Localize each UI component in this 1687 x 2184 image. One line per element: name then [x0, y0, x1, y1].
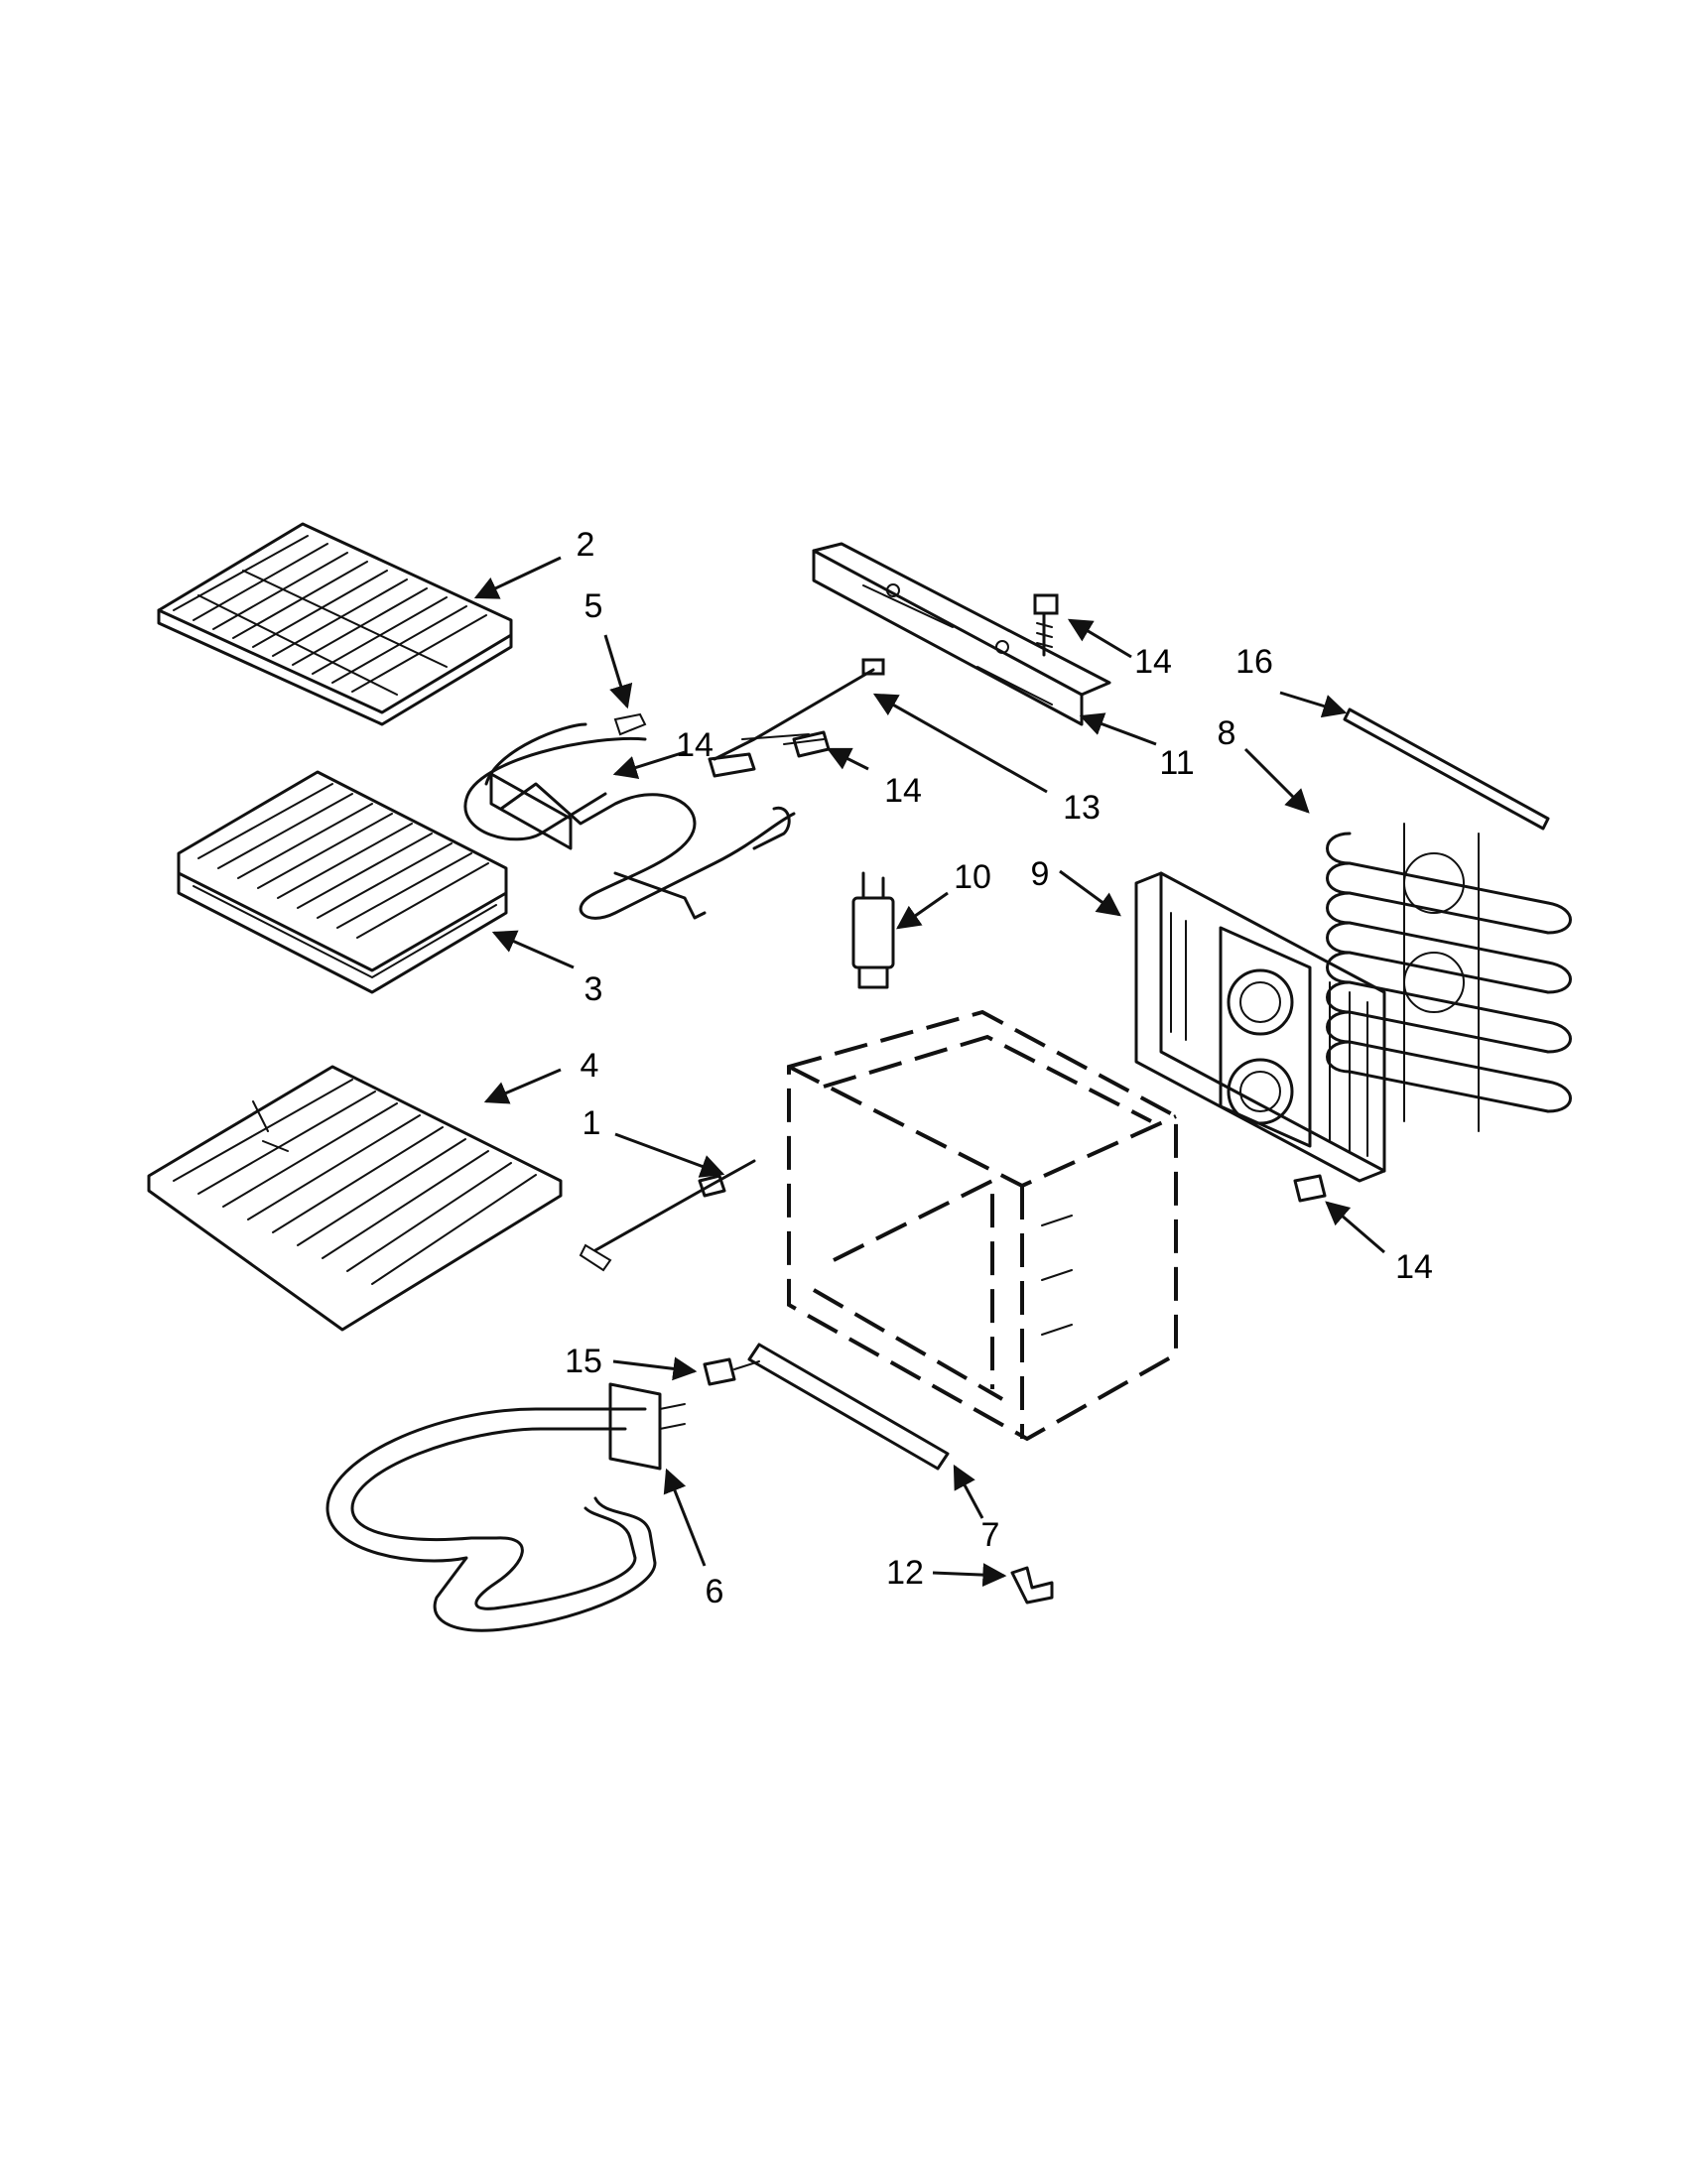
callout-3: 3 [584, 970, 603, 1008]
screw-part-14-right [1293, 1174, 1327, 1203]
convection-element-part-8 [1326, 823, 1572, 1132]
callout-10: 10 [954, 858, 991, 896]
tube-part-7 [747, 1343, 950, 1471]
callout-11: 11 [1159, 744, 1194, 782]
callout-12: 12 [886, 1554, 924, 1592]
callout-14: 14 [676, 726, 714, 764]
top-bracket-part-11 [812, 542, 1111, 726]
screw-part-14-top-right [1033, 593, 1059, 657]
rollout-rack-part-3 [177, 770, 508, 994]
clip-part-12 [1010, 1566, 1054, 1605]
callout-labels: 2 5 14 3 4 1 14 11 13 14 10 16 8 9 14 15… [565, 526, 1433, 1610]
bake-element-part-6 [325, 1382, 686, 1632]
callout-16: 16 [1235, 643, 1273, 681]
callout-9: 9 [1031, 855, 1050, 893]
oven-rack-part-2 [157, 522, 513, 726]
temperature-sensor-part-1 [579, 1159, 756, 1272]
callout-6: 6 [706, 1573, 724, 1610]
callout-14: 14 [884, 772, 922, 810]
oven-cavity [787, 1009, 1178, 1442]
rear-panel-part-9 [1134, 871, 1386, 1183]
callout-14: 14 [1134, 643, 1172, 681]
callout-7: 7 [981, 1516, 1000, 1554]
callout-2: 2 [577, 526, 595, 564]
broil-element-part-5 [463, 712, 796, 920]
callout-14: 14 [1395, 1248, 1433, 1286]
callout-15: 15 [565, 1343, 602, 1380]
strip-part-16 [1343, 707, 1550, 831]
leader-lines [473, 556, 1385, 1588]
callout-1: 1 [583, 1104, 601, 1142]
sensor-part-13 [708, 658, 885, 778]
callout-13: 13 [1063, 789, 1101, 827]
flat-rack-part-4 [147, 1065, 563, 1332]
callout-5: 5 [584, 587, 603, 625]
thermostat-part-10 [851, 871, 895, 989]
screw-part-15 [703, 1357, 760, 1386]
callout-4: 4 [581, 1047, 599, 1085]
callout-8: 8 [1218, 714, 1236, 752]
